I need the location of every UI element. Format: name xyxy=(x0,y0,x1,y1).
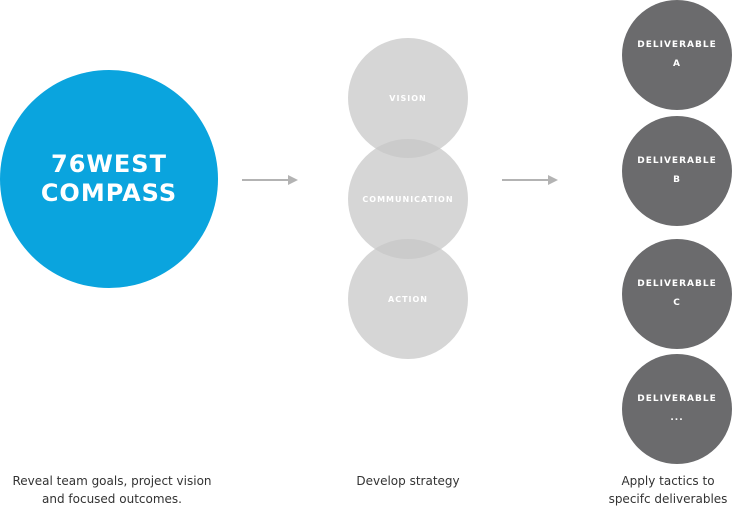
deliverable-label: DELIVERABLE xyxy=(637,279,717,289)
communication-label: COMMUNICATION xyxy=(362,195,454,204)
action-label: ACTION xyxy=(388,295,428,304)
deliverable-b-circle: DELIVERABLE B xyxy=(622,116,732,226)
step1-caption-line2: and focused outcomes. xyxy=(42,492,182,506)
deliverable-id: B xyxy=(673,175,681,185)
step1-caption: Reveal team goals, project vision and fo… xyxy=(0,472,224,508)
deliverable-c-circle: DELIVERABLE C xyxy=(622,239,732,349)
step1-caption-line1: Reveal team goals, project vision xyxy=(12,474,212,488)
right-arrow-icon xyxy=(502,175,558,185)
deliverable-more-circle: DELIVERABLE ... xyxy=(622,354,732,464)
compass-circle: 76WEST COMPASS xyxy=(0,70,218,288)
step2-caption-line1: Develop strategy xyxy=(356,474,460,488)
deliverable-id: A xyxy=(673,59,681,69)
step2-caption: Develop strategy xyxy=(328,472,488,490)
deliverable-label: DELIVERABLE xyxy=(637,40,717,50)
compass-title-line2: COMPASS xyxy=(40,179,178,207)
step3-caption-line1: Apply tactics to xyxy=(621,474,715,488)
step3-caption: Apply tactics to specifc deliverables xyxy=(596,472,740,508)
deliverable-id: C xyxy=(673,298,681,308)
deliverable-label: DELIVERABLE xyxy=(637,156,717,166)
action-circle xyxy=(348,239,468,359)
compass-title-line1: 76WEST xyxy=(51,150,167,178)
deliverable-label: DELIVERABLE xyxy=(637,394,717,404)
vision-label: VISION xyxy=(389,94,427,103)
vision-circle xyxy=(348,38,468,158)
deliverable-id: ... xyxy=(670,413,684,423)
step3-caption-line2: specifc deliverables xyxy=(608,492,728,506)
right-arrow-icon xyxy=(242,175,298,185)
deliverable-a-circle: DELIVERABLE A xyxy=(622,0,732,110)
